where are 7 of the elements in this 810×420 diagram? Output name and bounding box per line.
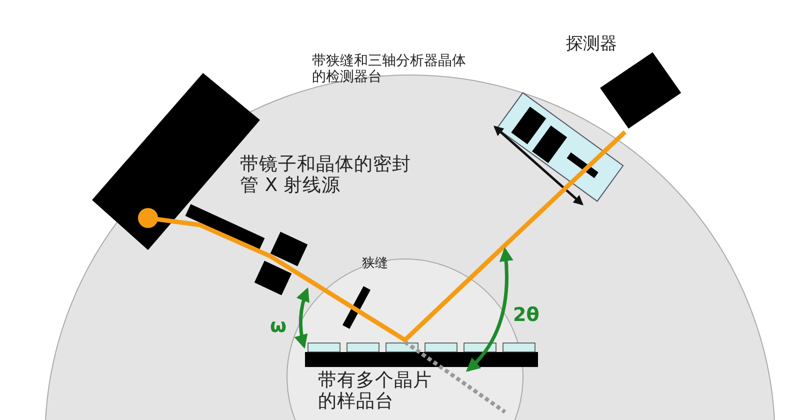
part-label: 探测器 bbox=[566, 35, 618, 55]
part-label: 狭缝 bbox=[362, 257, 389, 272]
part-label: 带狭缝和三轴分析器晶体的检测器台 bbox=[312, 53, 467, 86]
angle-label: ω bbox=[270, 316, 288, 338]
part-label: 带镜子和晶体的密封管 X 射线源 bbox=[240, 154, 412, 197]
part-label: 带有多个晶片的样品台 bbox=[318, 370, 433, 413]
angle-label: 2θ bbox=[513, 305, 540, 327]
